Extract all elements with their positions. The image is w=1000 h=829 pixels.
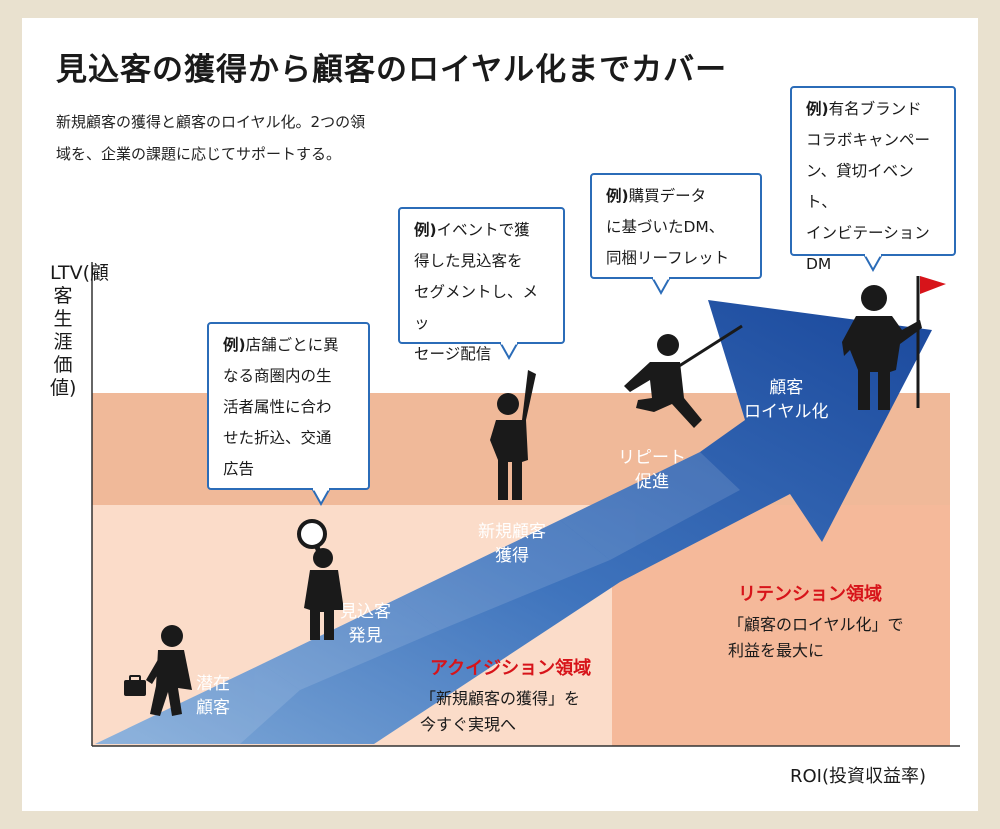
person-with-flag-icon: [842, 285, 922, 410]
bubble-prefix: 例): [606, 187, 629, 205]
zone-line: 「新規顧客の獲得」を: [420, 689, 581, 708]
bubble-line: 購買データ: [628, 187, 707, 205]
stage-line: 潜在: [196, 674, 230, 694]
stage-label-loyalty: 顧客 ロイヤル化: [744, 376, 829, 424]
bubble-prefix: 例): [223, 336, 246, 354]
x-axis-label: ROI(投資収益率): [790, 766, 927, 787]
subtitle: 新規顧客の獲得と顧客のロイヤル化。2つの領 域を、企業の課題に応じてサポートする…: [56, 106, 446, 170]
zone-line: 「顧客のロイヤル化」で: [728, 615, 904, 634]
stage-line: 見込客: [340, 602, 391, 622]
example-bubble-3: 例)購買データ に基づいたDM、 同梱リーフレット: [590, 173, 762, 279]
bubble-line: ン、貸切イベント、: [806, 162, 914, 211]
bubble-line: 得した見込客を: [414, 252, 523, 270]
page-title: 見込客の獲得から顧客のロイヤル化までカバー: [56, 52, 728, 88]
bubble-line: 同梱リーフレット: [606, 249, 730, 267]
bubble-line: インビテーション: [806, 224, 930, 242]
subtitle-line-1: 新規顧客の獲得と顧客のロイヤル化。2つの領: [56, 113, 366, 131]
example-bubble-4: 例)有名ブランド コラボキャンペー ン、貸切イベント、 インビテーション DM: [790, 86, 956, 273]
bubble-prefix: 例): [414, 221, 437, 239]
stage-label-repeat: リピート 促進: [618, 446, 686, 494]
person-with-briefcase-icon: [124, 625, 192, 716]
stage-line: リピート: [618, 448, 686, 468]
bubble-line: イベントで獲: [436, 221, 530, 239]
bubble-tail: [862, 254, 884, 273]
retention-zone-title: リテンション領域: [738, 584, 882, 605]
stage-line: 発見: [348, 626, 383, 646]
y-axis-label: LTV(顧客生涯価値): [50, 262, 109, 399]
stage-line: 顧客: [769, 378, 804, 398]
person-with-magnifier-icon: [297, 519, 344, 640]
stage-label-acquire: 新規顧客 獲得: [478, 520, 546, 568]
subtitle-line-2: 域を、企業の課題に応じてサポートする。: [56, 145, 342, 163]
acquisition-zone-title: アクイジション領域: [430, 658, 592, 679]
bubble-line: せた折込、交通: [223, 429, 332, 447]
example-bubble-2: 例)イベントで獲 得した見込客を セグメントし、メッ セージ配信: [398, 207, 565, 363]
zone-line: 利益を最大に: [728, 641, 825, 660]
acquisition-zone-desc: 「新規顧客の獲得」を 今すぐ実現へ: [420, 686, 580, 738]
flag-icon: [920, 276, 946, 294]
stage-line: ロイヤル化: [744, 402, 829, 422]
example-bubble-1: 例)店舗ごとに異 なる商圏内の生 活者属性に合わ せた折込、交通 広告: [207, 322, 370, 490]
bubble-line: コラボキャンペー: [806, 131, 931, 149]
stage-line: 獲得: [495, 546, 529, 566]
bubble-line: に基づいたDM、: [606, 218, 725, 236]
bubble-line: 店舗ごとに異: [245, 336, 339, 354]
bubble-line: なる商圏内の生: [223, 367, 332, 385]
bubble-tail: [650, 277, 672, 296]
bubble-line: 有名ブランド: [828, 100, 922, 118]
person-pointing-forward-icon: [624, 324, 743, 428]
retention-zone-desc: 「顧客のロイヤル化」で 利益を最大に: [728, 612, 904, 664]
bubble-tail: [310, 488, 332, 507]
stage-line: 新規顧客: [478, 522, 546, 542]
bubble-tail: [498, 342, 520, 361]
person-pointing-up-icon: [490, 370, 536, 500]
bubble-prefix: 例): [806, 100, 829, 118]
stage-label-prospect: 見込客 発見: [340, 600, 391, 648]
bubble-line: 活者属性に合わ: [223, 398, 332, 416]
stage-label-potential: 潜在 顧客: [196, 672, 230, 720]
bubble-line: セージ配信: [414, 345, 492, 363]
bubble-line: セグメントし、メッ: [414, 283, 539, 332]
stage-line: 促進: [635, 472, 669, 492]
stage-line: 顧客: [196, 698, 230, 718]
stage-chevrons: [95, 452, 740, 744]
bubble-line: 広告: [223, 460, 255, 478]
bubble-line: DM: [806, 255, 832, 273]
zone-line: 今すぐ実現へ: [420, 715, 517, 734]
